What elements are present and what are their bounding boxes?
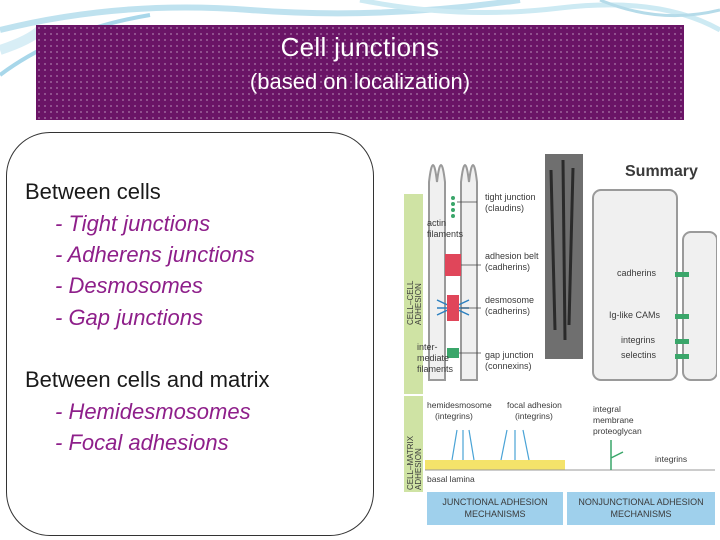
hemidesmosome-fibers bbox=[451, 429, 530, 461]
list-item-gap-junctions: - Gap junctions bbox=[55, 305, 203, 330]
label-focal-adhesion: focal adhesion(integrins) bbox=[507, 400, 562, 421]
list-item-focal-adhesions: - Focal adhesions bbox=[55, 430, 229, 455]
basal-lamina-band bbox=[425, 460, 565, 470]
list-item-adherens-junctions: - Adherens junctions bbox=[55, 242, 255, 267]
background-decoration bbox=[0, 0, 720, 77]
between-cells-heading: Between cells bbox=[25, 179, 161, 204]
label-ig-cams: Ig-like CAMs bbox=[609, 310, 661, 320]
cell-junction-figure: CELL–CELLADHESION CELL–MATRIXADHESION ac… bbox=[397, 140, 717, 528]
content-box: Between cells - Tight junctions - Adhere… bbox=[6, 132, 374, 536]
label-integrins: integrins bbox=[621, 335, 656, 345]
summary-heading: Summary bbox=[625, 163, 698, 180]
label-integrins-matrix: integrins bbox=[655, 454, 687, 464]
title-banner: Cell junctions (based on localization) bbox=[36, 25, 684, 120]
right-cells bbox=[592, 189, 717, 381]
label-adhesion-belt: adhesion belt(cadherins) bbox=[485, 251, 539, 272]
list-item-tight-junctions: - Tight junctions bbox=[55, 211, 211, 236]
label-selectins: selectins bbox=[621, 350, 657, 360]
gap-junction-markers bbox=[447, 348, 459, 358]
label-hemidesmosome: hemidesmosome(integrins) bbox=[427, 400, 492, 421]
side-label-cell-matrix: CELL–MATRIXADHESION bbox=[406, 435, 423, 490]
between-cells-matrix-heading: Between cells and matrix bbox=[25, 367, 270, 392]
label-tight-junction: tight junction(claudins) bbox=[485, 192, 536, 213]
adhesion-belt-markers bbox=[445, 254, 461, 276]
list-item-hemidesmosomes: - Hemidesmosomes bbox=[55, 399, 251, 424]
label-gap-junction: gap junction(connexins) bbox=[485, 350, 534, 371]
nonjunctional-band bbox=[567, 492, 715, 525]
list-item-desmosomes: - Desmosomes bbox=[55, 273, 203, 298]
cell-cell-band bbox=[404, 194, 423, 394]
label-basal-lamina: basal lamina bbox=[427, 474, 475, 484]
epithelial-cells bbox=[428, 164, 478, 381]
tight-junction-markers bbox=[451, 196, 455, 218]
junctional-band bbox=[427, 492, 563, 525]
label-cadherins: cadherins bbox=[617, 268, 657, 278]
side-label-cell-cell: CELL–CELLADHESION bbox=[406, 280, 423, 325]
label-desmosome: desmosome(cadherins) bbox=[485, 295, 534, 316]
cell-matrix-band bbox=[404, 396, 423, 492]
slide-title: Cell junctions bbox=[280, 32, 440, 62]
slide-subtitle: (based on localization) bbox=[249, 69, 471, 94]
